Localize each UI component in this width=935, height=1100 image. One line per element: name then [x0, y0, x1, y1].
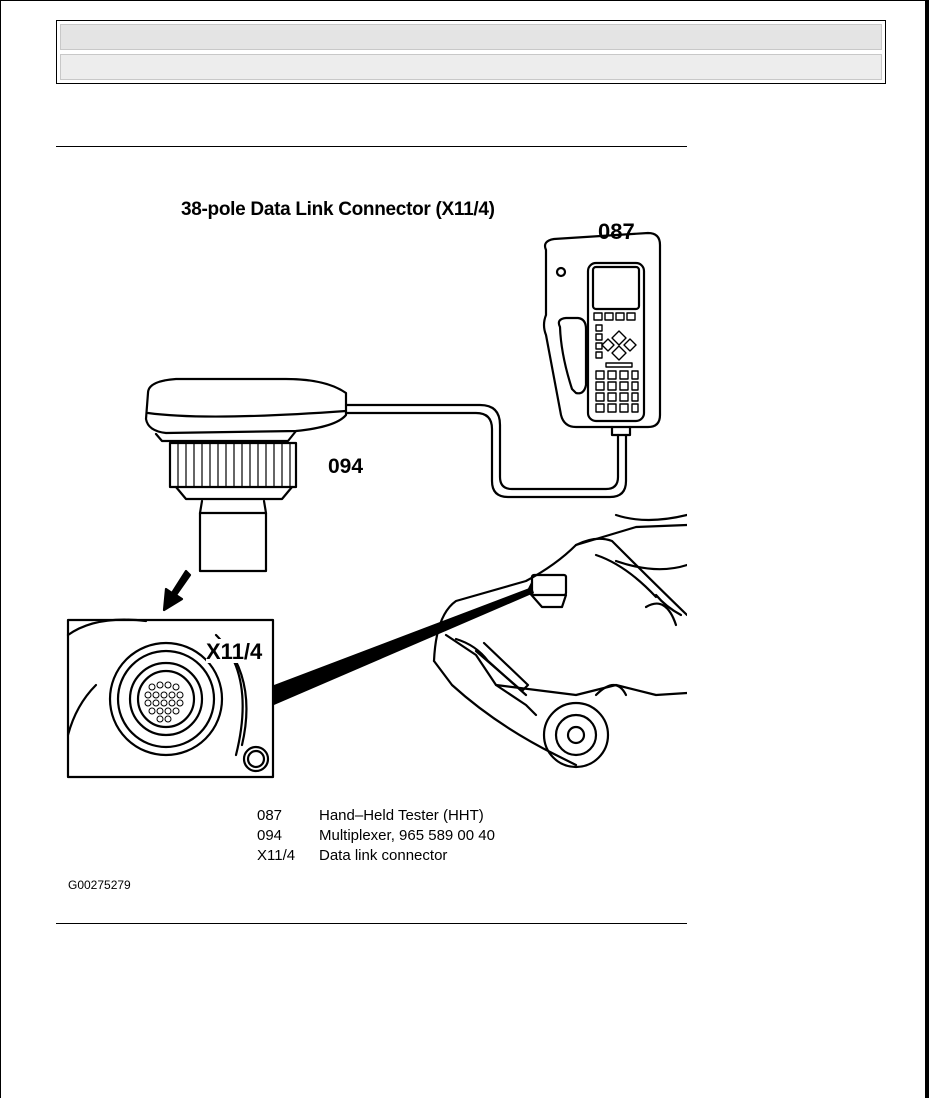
- callout-094: 094: [328, 455, 363, 478]
- header-bar-bottom: [60, 54, 882, 80]
- legend-description: Hand–Held Tester (HHT): [319, 807, 484, 824]
- figure-id: G00275279: [68, 878, 131, 892]
- leader-wedge: [274, 587, 534, 705]
- hand-held-tester-drawing: [542, 231, 662, 437]
- figure-title: 38-pole Data Link Connector (X11/4): [181, 199, 495, 220]
- legend-code: X11/4: [257, 847, 296, 864]
- legend-code: 094: [257, 827, 283, 844]
- multiplexer-drawing: [144, 377, 348, 573]
- document-header: [56, 20, 886, 84]
- header-bar-top: [60, 24, 882, 50]
- car-drawing: [432, 513, 687, 769]
- legend-row: 094 Multiplexer, 965 589 00 40: [257, 826, 495, 846]
- legend-row: X11/4 Data link connector: [257, 846, 495, 866]
- legend-description: Data link connector: [319, 847, 448, 864]
- legend-description: Multiplexer, 965 589 00 40: [319, 827, 495, 844]
- bottom-rule: [56, 923, 687, 924]
- callout-x11-4: X11/4: [206, 639, 263, 664]
- legend-row: 087 Hand–Held Tester (HHT): [257, 806, 495, 826]
- figure-legend: 087 Hand–Held Tester (HHT) 094 Multiplex…: [257, 806, 495, 866]
- top-rule: [56, 146, 687, 147]
- down-arrow: [162, 569, 192, 612]
- connector-illustration: 087 094 X11/4: [66, 219, 687, 779]
- legend-code: 087: [257, 807, 283, 824]
- tester-cable: [344, 403, 620, 491]
- callout-087: 087: [598, 219, 635, 244]
